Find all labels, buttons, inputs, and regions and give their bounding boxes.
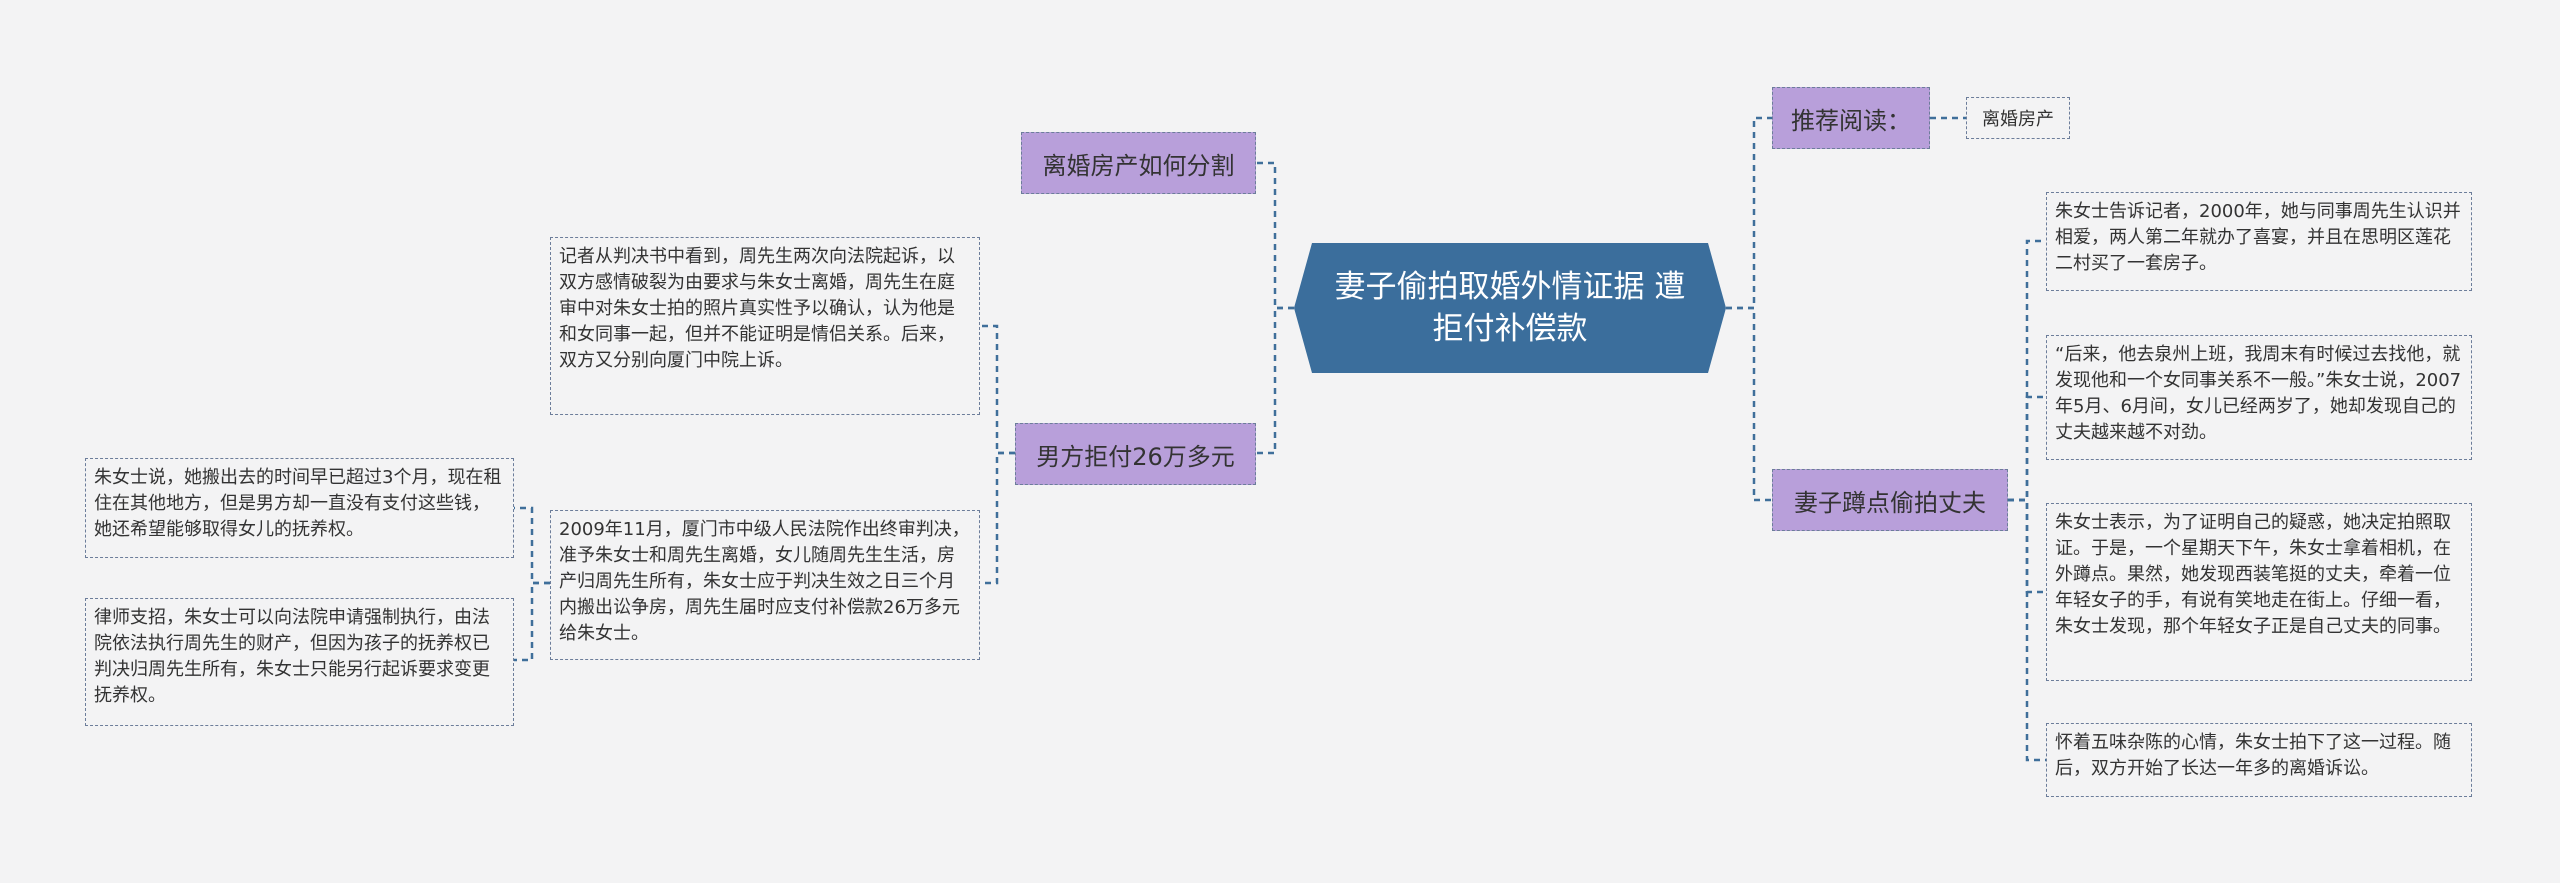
right-topic-recommended-reading[interactable]: 推荐阅读： bbox=[1772, 87, 1930, 149]
right-note-suspicion[interactable]: “后来，他去泉州上班，我周末有时候过去找他，就发现他和一个女同事关系不一般。”朱… bbox=[2046, 335, 2472, 460]
note-text: 朱女士告诉记者，2000年，她与同事周先生认识并相爱，两人第二年就办了喜宴，并且… bbox=[2055, 201, 2461, 274]
note-text: 律师支招，朱女士可以向法院申请强制执行，由法院依法执行周先生的财产，但因为孩子的… bbox=[94, 607, 490, 706]
topic-label: 男方拒付26万多元 bbox=[1036, 442, 1235, 471]
note-text: 记者从判决书中看到，周先生两次向法院起诉，以双方感情破裂为由要求与朱女士离婚，周… bbox=[559, 246, 955, 371]
left-topic-divorce-property[interactable]: 离婚房产如何分割 bbox=[1021, 132, 1256, 194]
note-text: 2009年11月，厦门市中级人民法院作出终审判决，准予朱女士和周先生离婚，女儿随… bbox=[559, 519, 970, 644]
link-left-topic2-note1 bbox=[980, 324, 1015, 455]
note-text: “后来，他去泉州上班，我周末有时候过去找他，就发现他和一个女同事关系不一般。”朱… bbox=[2055, 344, 2462, 443]
right-topic-wife-photographs[interactable]: 妻子蹲点偷拍丈夫 bbox=[1772, 469, 2008, 531]
right-note-lawsuit[interactable]: 怀着五味杂陈的心情，朱女士拍下了这一过程。随后，双方开始了长达一年多的离婚诉讼。 bbox=[2046, 723, 2472, 797]
link-right-topic2-note1 bbox=[2008, 239, 2046, 502]
left-topic-refused-payment[interactable]: 男方拒付26万多元 bbox=[1015, 423, 1256, 485]
central-topic[interactable]: 妻子偷拍取婚外情证据 遭拒付补偿款 bbox=[1294, 243, 1726, 373]
topic-label: 妻子蹲点偷拍丈夫 bbox=[1794, 488, 1986, 517]
tag-label: 离婚房产 bbox=[1982, 109, 2054, 130]
left-subnote-not-paid[interactable]: 朱女士说，她搬出去的时间早已超过3个月，现在租住在其他地方，但是男方却一直没有支… bbox=[85, 458, 514, 558]
topic-label: 离婚房产如何分割 bbox=[1042, 151, 1235, 180]
left-note-final-ruling[interactable]: 2009年11月，厦门市中级人民法院作出终审判决，准予朱女士和周先生离婚，女儿随… bbox=[550, 510, 980, 660]
left-note-court-judgment[interactable]: 记者从判决书中看到，周先生两次向法院起诉，以双方感情破裂为由要求与朱女士离婚，周… bbox=[550, 237, 980, 415]
note-text: 朱女士说，她搬出去的时间早已超过3个月，现在租住在其他地方，但是男方却一直没有支… bbox=[94, 467, 502, 540]
link-central-right-topic2 bbox=[1726, 306, 1772, 502]
link-left-topic2-note2 bbox=[980, 451, 1015, 585]
link-left-note2-sub2 bbox=[514, 581, 550, 662]
link-central-left-topic2 bbox=[1256, 306, 1294, 455]
topic-label: 推荐阅读： bbox=[1791, 106, 1911, 135]
link-right-topic2-note4 bbox=[2008, 498, 2046, 762]
link-right-topic2-note3 bbox=[2008, 498, 2046, 594]
tag-divorce-property-link[interactable]: 离婚房产 bbox=[1966, 97, 2070, 139]
link-central-left-topic1 bbox=[1256, 161, 1294, 310]
link-central-right-topic1 bbox=[1726, 116, 1772, 310]
right-note-evidence[interactable]: 朱女士表示，为了证明自己的疑惑，她决定拍照取证。于是，一个星期天下午，朱女士拿着… bbox=[2046, 503, 2472, 681]
note-text: 怀着五味杂陈的心情，朱女士拍下了这一过程。随后，双方开始了长达一年多的离婚诉讼。 bbox=[2055, 732, 2451, 779]
link-left-note2-sub1 bbox=[514, 506, 550, 585]
note-text: 朱女士表示，为了证明自己的疑惑，她决定拍照取证。于是，一个星期天下午，朱女士拿着… bbox=[2055, 512, 2451, 637]
left-subnote-lawyer-advice[interactable]: 律师支招，朱女士可以向法院申请强制执行，由法院依法执行周先生的财产，但因为孩子的… bbox=[85, 598, 514, 726]
right-note-how-met[interactable]: 朱女士告诉记者，2000年，她与同事周先生认识并相爱，两人第二年就办了喜宴，并且… bbox=[2046, 192, 2472, 291]
link-right-topic2-note2 bbox=[2008, 395, 2046, 502]
central-topic-title: 妻子偷拍取婚外情证据 遭拒付补偿款 bbox=[1334, 269, 1686, 347]
